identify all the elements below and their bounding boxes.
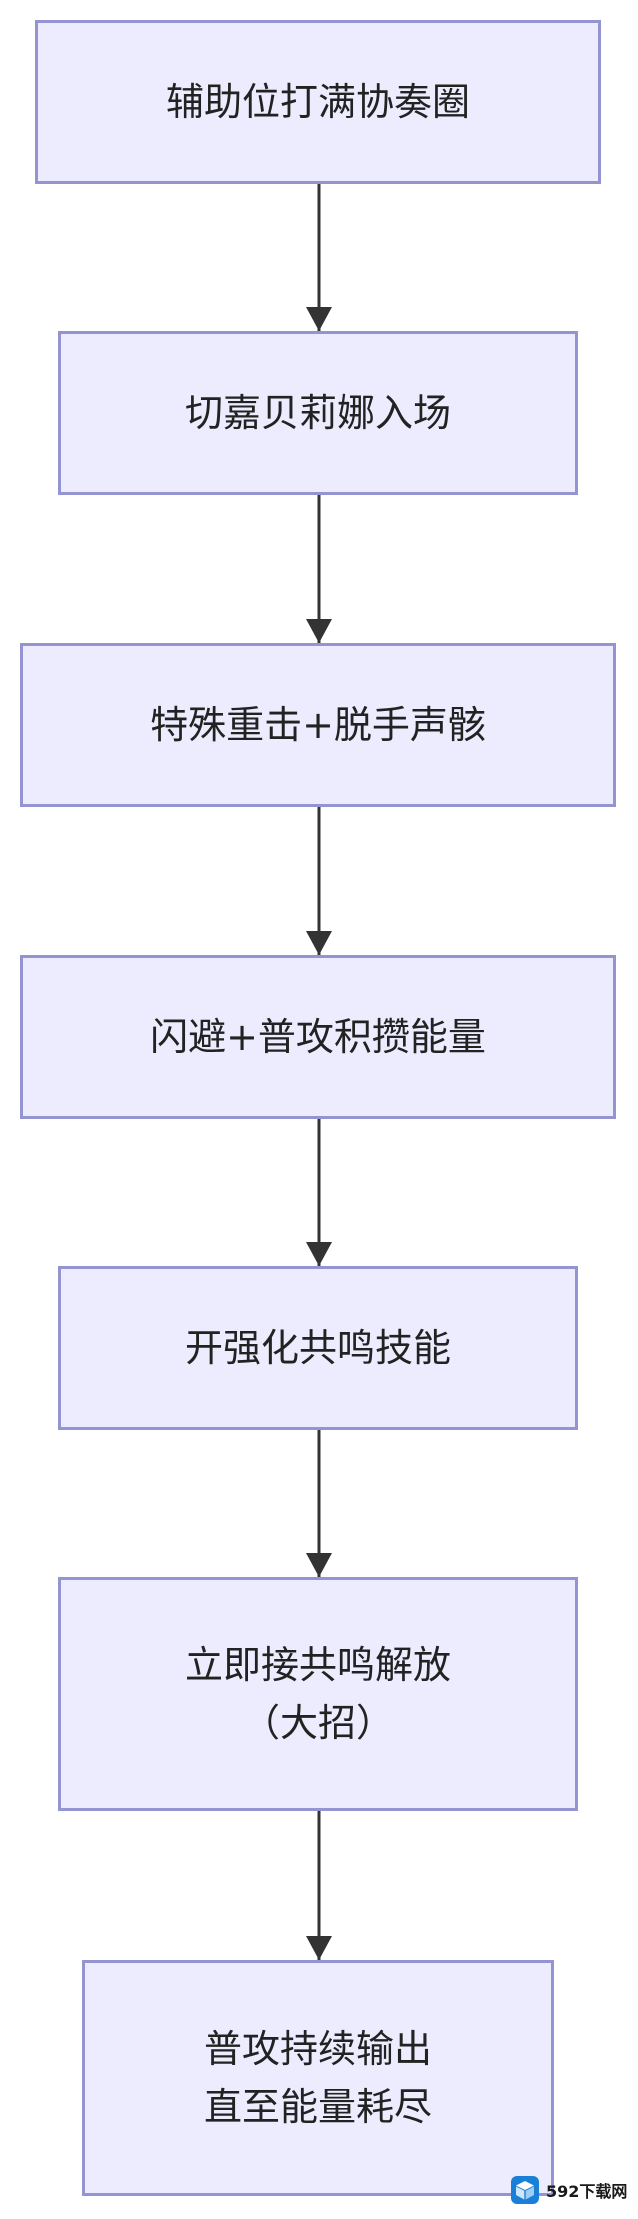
arrowhead-5 <box>306 1553 332 1577</box>
flow-step-4: 闪避+普攻积攒能量 <box>20 955 616 1119</box>
flow-step-5-text: 开强化共鸣技能 <box>184 1326 451 1370</box>
arrowhead-6 <box>306 1936 332 1960</box>
flow-step-6: 立即接共鸣解放 （大招） <box>58 1577 578 1811</box>
watermark: 592下载网 <box>510 2168 632 2212</box>
arrowhead-1 <box>306 307 332 331</box>
flow-step-4-text: 闪避+普攻积攒能量 <box>150 1015 486 1059</box>
arrowhead-2 <box>306 619 332 643</box>
arrowhead-3 <box>306 931 332 955</box>
flow-step-6-text-line-2: （大招） <box>241 1701 394 1745</box>
flow-step-7-text-line-2: 直至能量耗尽 <box>203 2085 432 2129</box>
flow-step-3-text: 特殊重击+脱手声骸 <box>150 703 486 747</box>
flow-step-6-text-line-1: 立即接共鸣解放 <box>184 1643 451 1687</box>
flow-step-7-text-line-1: 普攻持续输出 <box>203 2027 432 2071</box>
flow-step-2-text: 切嘉贝莉娜入场 <box>184 391 451 435</box>
flow-step-3: 特殊重击+脱手声骸 <box>20 643 616 807</box>
flow-step-1-text: 辅助位打满协奏圈 <box>165 80 470 124</box>
flow-step-7: 普攻持续输出 直至能量耗尽 <box>82 1960 554 2196</box>
cube-logo-icon <box>511 2176 539 2204</box>
flow-step-2: 切嘉贝莉娜入场 <box>58 331 578 495</box>
watermark-text: 592下载网 <box>546 2182 628 2201</box>
arrowhead-4 <box>306 1242 332 1266</box>
flow-step-1: 辅助位打满协奏圈 <box>35 20 601 184</box>
flow-step-5: 开强化共鸣技能 <box>58 1266 578 1430</box>
